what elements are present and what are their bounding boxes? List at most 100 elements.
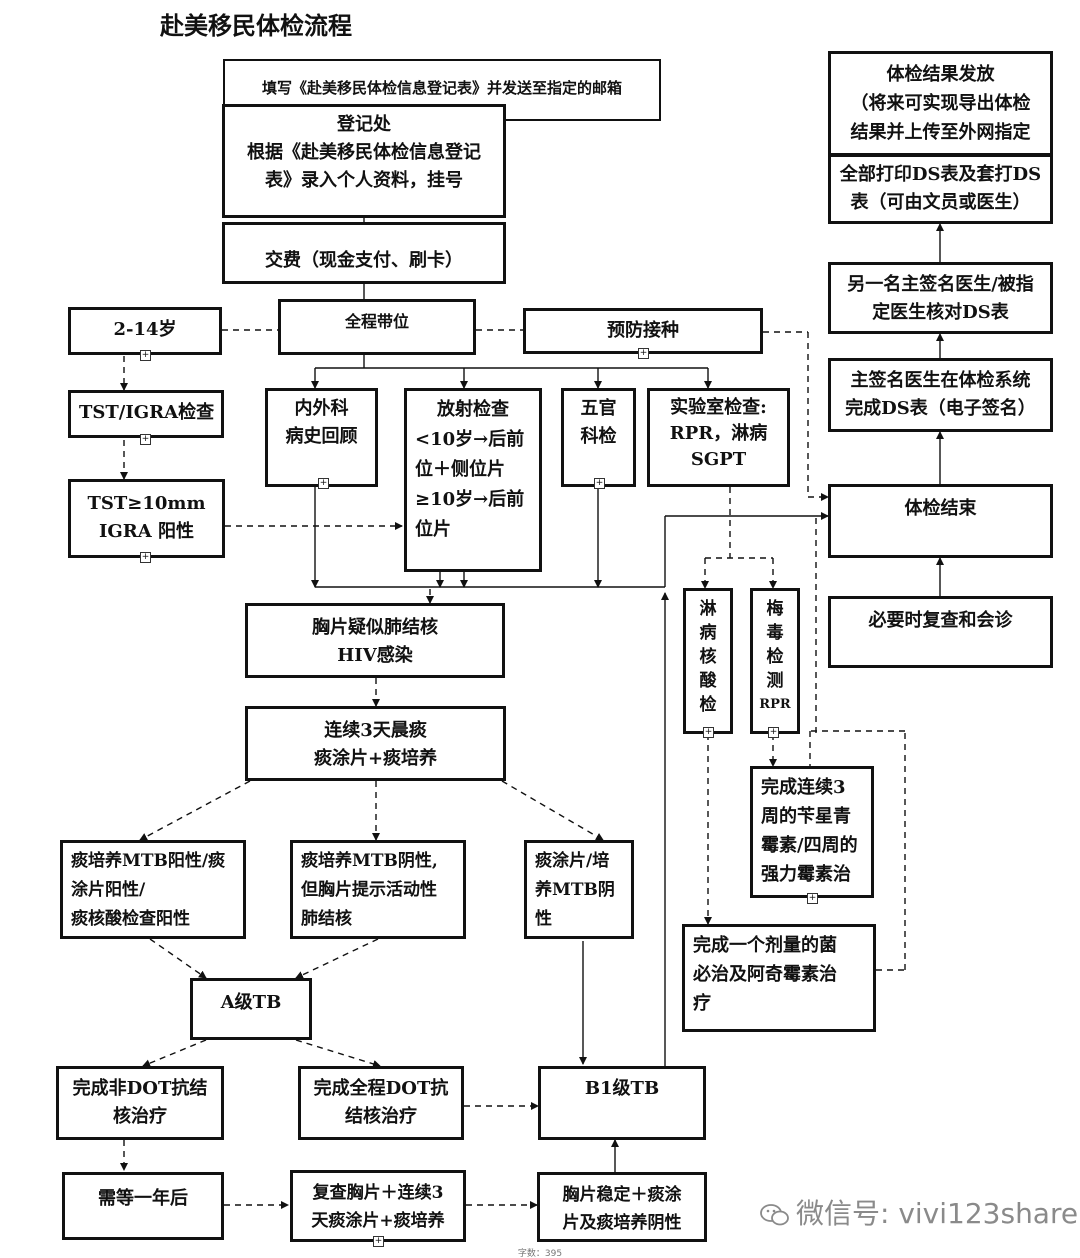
chest-suspect-tb-step: 胸片疑似肺结核 HIV感染 <box>245 603 505 678</box>
node-text: 天痰涂片+痰培养 <box>311 1211 445 1231</box>
node-text: A级TB <box>220 992 282 1013</box>
node-text: 霉素/四周的 <box>761 835 858 856</box>
tst-positive-step: TST≥10mm IGRA 阳性 <box>68 479 225 558</box>
node-text: 核 <box>699 647 717 667</box>
node-text: 酸 <box>699 671 717 691</box>
node-text: 表（可由文员或医生） <box>850 192 1031 213</box>
wait-one-year-step: 需等一年后 <box>62 1172 224 1240</box>
node-text: HIV感染 <box>337 645 413 666</box>
node-text: 结核治疗 <box>345 1106 417 1127</box>
node-text: ≥10岁→后前 <box>415 489 525 510</box>
node-text: 必治及阿奇霉素治 <box>693 964 837 985</box>
node-text: 连续3天晨痰 <box>324 720 427 741</box>
node-text: 登记处 <box>337 114 391 135</box>
node-text: 主签名医生在体检系统 <box>850 370 1031 391</box>
ent-exam-step: 五官 科检 <box>561 388 636 487</box>
node-text: 放射检查 <box>437 399 509 420</box>
non-dot-treatment-step: 完成非DOT抗结 核治疗 <box>56 1066 224 1140</box>
lab-test-step: 实验室检查: RPR，淋病 SGPT <box>647 388 790 487</box>
syphilis-rpr-test-step: 梅 毒 检 测 RPR <box>750 588 800 734</box>
node-text: 2-14岁 <box>113 319 177 340</box>
escort-step: 全程带位 <box>278 299 476 355</box>
node-text: 内外科 <box>294 398 349 419</box>
node-text: 位＋侧位片 <box>415 459 505 480</box>
node-text: <10岁→后前 <box>415 429 525 450</box>
medical-history-step: 内外科 病史回顾 <box>265 388 378 487</box>
node-text: 预防接种 <box>607 320 679 341</box>
node-text: 检 <box>699 695 717 715</box>
mtb-negative-step: 痰涂片/培 养MTB阴 性 <box>524 840 634 939</box>
node-text: 检 <box>766 647 784 667</box>
node-text: SGPT <box>690 449 747 470</box>
expand-marker-icon: + <box>768 727 779 738</box>
node-text: 需等一年后 <box>98 1188 188 1209</box>
print-ds-form-step: 全部打印DS表及套打DS 表（可由文员或医生） <box>828 154 1053 224</box>
node-text: RPR，淋病 <box>669 423 768 444</box>
node-text: 交费（现金支付、刷卡） <box>265 250 463 271</box>
mtb-positive-step: 痰培养MTB阳性/痰 涂片阳性/ 痰核酸检查阳性 <box>60 840 246 939</box>
footer-word-count: 字数：395 <box>517 1249 563 1258</box>
watermark-text: 微信号: vivi123share <box>796 1197 1079 1230</box>
recheck-chest-sputum-step: 复查胸片＋连续3 天痰涂片+痰培养 <box>290 1170 466 1242</box>
node-text: 体检结果发放 <box>886 64 995 85</box>
radiology-step: 放射检查 <10岁→后前 位＋侧位片 ≥10岁→后前 位片 <box>404 388 542 572</box>
node-text: 全程带位 <box>344 312 409 331</box>
full-dot-treatment-step: 完成全程DOT抗 结核治疗 <box>298 1066 464 1140</box>
node-text: （将来可实现导出体检 <box>850 93 1031 114</box>
expand-marker-icon: + <box>318 478 329 489</box>
node-text: 另一名主签名医生/被指 <box>847 274 1034 295</box>
expand-marker-icon: + <box>140 434 151 445</box>
node-text: 位片 <box>415 519 451 540</box>
node-text: 五官 <box>580 398 617 419</box>
verify-ds-form-step: 另一名主签名医生/被指 定医生核对DS表 <box>828 262 1053 334</box>
node-text: 但胸片提示活动性 <box>301 880 437 900</box>
wechat-watermark: 微信号: vivi123share <box>760 1192 1078 1232</box>
node-text: 强力霉素治 <box>761 864 851 885</box>
node-text: 胸片稳定＋痰涂 <box>562 1185 682 1205</box>
node-text: 测 <box>766 671 784 691</box>
node-text: 表》录入个人资料，挂号 <box>265 170 463 191</box>
node-text: 完成一个剂量的菌 <box>693 935 837 956</box>
gonorrhea-treatment-step: 完成一个剂量的菌 必治及阿奇霉素治 疗 <box>682 924 876 1032</box>
age-2-14-step: 2-14岁 <box>68 307 222 355</box>
results-release-step: 体检结果发放 （将来可实现导出体检 结果并上传至外网指定 <box>828 51 1053 156</box>
node-text: 周的苄星青 <box>761 806 851 827</box>
node-text: 梅 <box>766 599 784 619</box>
node-text: 痰涂片+痰培养 <box>313 748 438 769</box>
node-text: 淋 <box>699 599 717 619</box>
node-text: 复查胸片＋连续3 <box>312 1183 444 1203</box>
node-text: 病史回顾 <box>285 426 358 447</box>
exam-end-step: 体检结束 <box>828 484 1053 558</box>
wechat-icon <box>760 1204 789 1226</box>
penicillin-treatment-step: 完成连续3 周的苄星青 霉素/四周的 强力霉素治 <box>750 766 874 898</box>
node-text: TST≥10mm <box>87 493 206 514</box>
node-text: 片及痰培养阴性 <box>562 1213 682 1233</box>
node-text: 完成全程DOT抗 <box>313 1078 449 1099</box>
registration-desk-step: 登记处 根据《赴美移民体检信息登记 表》录入个人资料，挂号 <box>222 104 506 218</box>
gonorrhea-nucleic-test-step: 淋 病 核 酸 检 <box>683 588 733 734</box>
node-text: 完成连续3 <box>761 777 846 798</box>
expand-marker-icon: + <box>140 552 151 563</box>
node-text: 完成非DOT抗结 <box>72 1078 208 1099</box>
expand-marker-icon: + <box>703 727 714 738</box>
node-text: TST/IGRA检查 <box>79 402 215 423</box>
expand-marker-icon: + <box>807 893 818 904</box>
class-b1-tb-step: B1级TB <box>538 1066 706 1140</box>
sputum-3-days-step: 连续3天晨痰 痰涂片+痰培养 <box>245 706 506 781</box>
node-text: 定医生核对DS表 <box>872 302 1009 323</box>
node-text: 实验室检查: <box>670 397 767 418</box>
followup-consult-step: 必要时复查和会诊 <box>828 596 1053 668</box>
node-text: 必要时复查和会诊 <box>868 610 1013 631</box>
node-text: 痰核酸检查阳性 <box>71 909 190 929</box>
mtb-negative-active-step: 痰培养MTB阴性, 但胸片提示活动性 肺结核 <box>290 840 466 939</box>
node-text: 养MTB阴 <box>535 880 615 900</box>
node-text: 完成DS表（电子签名） <box>845 398 1036 419</box>
node-text: 根据《赴美移民体检信息登记 <box>247 142 481 163</box>
node-text: 痰涂片/培 <box>535 851 610 871</box>
node-text: 填写《赴美移民体检信息登记表》并发送至指定的邮箱 <box>261 79 622 97</box>
node-text: 痰培养MTB阴性, <box>301 851 438 871</box>
node-text: 性 <box>535 909 552 929</box>
expand-marker-icon: + <box>140 350 151 361</box>
expand-marker-icon: + <box>373 1236 384 1247</box>
node-text: 毒 <box>766 623 784 643</box>
